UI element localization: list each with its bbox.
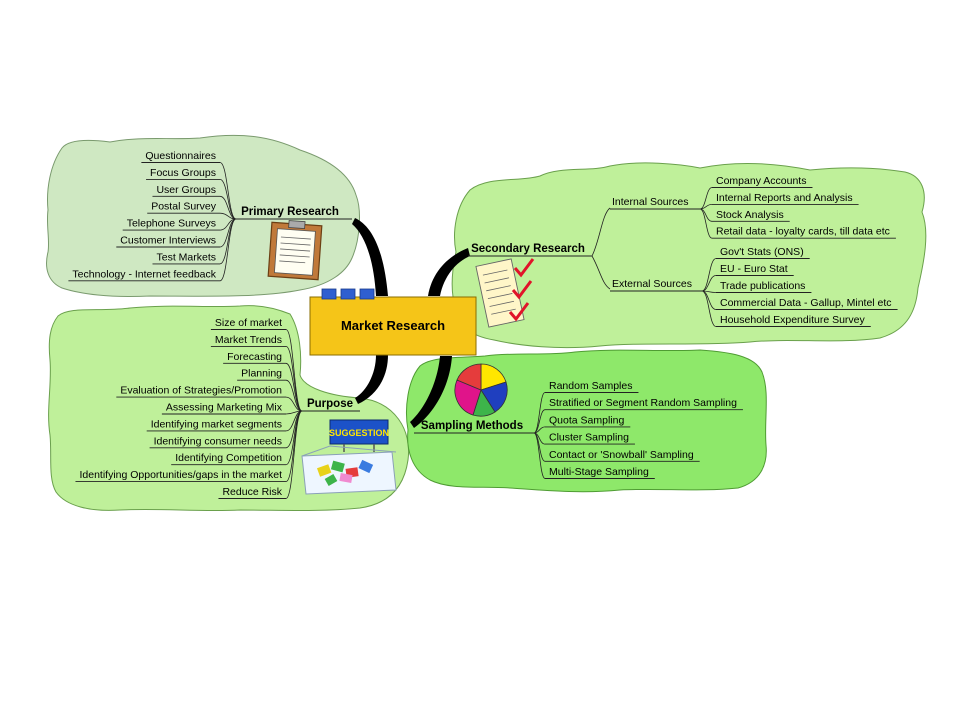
purpose-connector bbox=[285, 396, 303, 412]
primary-research-item[interactable]: Questionnaires bbox=[145, 150, 216, 162]
primary-research-connector bbox=[219, 212, 237, 220]
purpose-item[interactable]: Reduce Risk bbox=[222, 486, 282, 498]
external-sources-connector bbox=[701, 290, 717, 327]
purpose-connector bbox=[285, 346, 303, 412]
external-sources-label[interactable]: External Sources bbox=[612, 278, 692, 290]
external-sources-connector bbox=[701, 275, 717, 292]
sampling-methods-item[interactable]: Stratified or Segment Random Sampling bbox=[549, 397, 737, 409]
sampling-methods-connector bbox=[533, 432, 546, 479]
trunk-secondary bbox=[428, 248, 470, 296]
external-sources-item[interactable]: Commercial Data - Gallup, Mintel etc bbox=[720, 297, 892, 309]
center-tab-3 bbox=[359, 288, 375, 300]
external-sources-item[interactable]: Gov't Stats (ONS) bbox=[720, 246, 804, 258]
sampling-methods-title[interactable]: Sampling Methods bbox=[421, 420, 523, 432]
clipboard-icon bbox=[267, 220, 323, 281]
primary-research-connector bbox=[219, 179, 237, 220]
suggestion-sign-text: SUGGESTION bbox=[329, 428, 389, 438]
external-sources-item[interactable]: Trade publications bbox=[720, 280, 805, 292]
purpose-item[interactable]: Market Trends bbox=[215, 334, 282, 346]
trunk-purpose bbox=[355, 355, 388, 404]
internal-sources-connector bbox=[699, 204, 713, 210]
primary-research-connector bbox=[219, 218, 237, 282]
trunk-sampling bbox=[410, 356, 452, 428]
purpose-item[interactable]: Identifying Opportunities/gaps in the ma… bbox=[79, 469, 282, 481]
purpose-connector bbox=[285, 410, 303, 499]
purpose-connector bbox=[285, 379, 303, 412]
primary-research-item[interactable]: Customer Interviews bbox=[120, 235, 216, 247]
center-tab-2 bbox=[340, 288, 356, 300]
internal-sources-label[interactable]: Internal Sources bbox=[612, 196, 688, 208]
sampling-methods-connector bbox=[533, 426, 546, 434]
primary-research-item[interactable]: User Groups bbox=[156, 184, 216, 196]
purpose-item[interactable]: Identifying consumer needs bbox=[154, 435, 282, 447]
internal-sources-connector bbox=[699, 208, 713, 239]
purpose-connector bbox=[285, 362, 303, 412]
internal-sources-item[interactable]: Internal Reports and Analysis bbox=[716, 192, 853, 204]
purpose-item[interactable]: Planning bbox=[241, 368, 282, 380]
internal-sources-item[interactable]: Retail data - loyalty cards, till data e… bbox=[716, 226, 890, 238]
secondary-research-title[interactable]: Secondary Research bbox=[471, 243, 585, 255]
secondary-research-branch: Secondary Research Internal Sources Exte… bbox=[468, 175, 898, 327]
sampling-methods-item[interactable]: Multi-Stage Sampling bbox=[549, 466, 649, 478]
primary-research-title[interactable]: Primary Research bbox=[241, 206, 339, 218]
primary-research-item[interactable]: Technology - Internet feedback bbox=[72, 268, 216, 280]
sampling-methods-item[interactable]: Cluster Sampling bbox=[549, 432, 629, 444]
pie-chart-icon bbox=[454, 363, 508, 417]
primary-research-connector bbox=[219, 195, 237, 220]
sampling-methods-item[interactable]: Contact or 'Snowball' Sampling bbox=[549, 449, 694, 461]
suggestion-box-icon: SUGGESTION bbox=[301, 419, 397, 495]
primary-research-item[interactable]: Test Markets bbox=[156, 251, 216, 263]
purpose-item[interactable]: Identifying market segments bbox=[151, 418, 282, 430]
external-sources-item[interactable]: EU - Euro Stat bbox=[720, 263, 788, 275]
purpose-title[interactable]: Purpose bbox=[307, 398, 353, 410]
sampling-methods-item[interactable]: Random Samples bbox=[549, 380, 632, 392]
center-tab-1 bbox=[321, 288, 337, 300]
external-sources-connector bbox=[701, 258, 717, 292]
sampling-methods-item[interactable]: Quota Sampling bbox=[549, 414, 624, 426]
checklist-icon bbox=[475, 258, 535, 328]
center-node-box[interactable] bbox=[309, 296, 477, 356]
purpose-item[interactable]: Identifying Competition bbox=[175, 452, 282, 464]
primary-research-item[interactable]: Focus Groups bbox=[150, 167, 216, 179]
external-sources-item[interactable]: Household Expenditure Survey bbox=[720, 314, 866, 326]
internal-sources-item[interactable]: Company Accounts bbox=[716, 175, 806, 187]
primary-research-item[interactable]: Telephone Surveys bbox=[127, 218, 216, 230]
internal-sources-item[interactable]: Stock Analysis bbox=[716, 209, 784, 221]
purpose-item[interactable]: Assessing Marketing Mix bbox=[166, 402, 283, 414]
trunk-primary bbox=[352, 218, 388, 296]
internal-sources-connector bbox=[699, 187, 713, 210]
purpose-item[interactable]: Evaluation of Strategies/Promotion bbox=[120, 385, 282, 397]
primary-research-item[interactable]: Postal Survey bbox=[151, 201, 217, 213]
sampling-methods-branch: Sampling Methods Random SamplesStratifie… bbox=[414, 380, 743, 479]
sampling-methods-connector bbox=[533, 409, 546, 434]
purpose-item[interactable]: Size of market bbox=[215, 317, 282, 329]
purpose-item[interactable]: Forecasting bbox=[227, 351, 282, 363]
center-node-label: Market Research bbox=[341, 318, 445, 333]
primary-research-connector bbox=[219, 162, 237, 220]
sampling-methods-connector bbox=[533, 392, 546, 434]
